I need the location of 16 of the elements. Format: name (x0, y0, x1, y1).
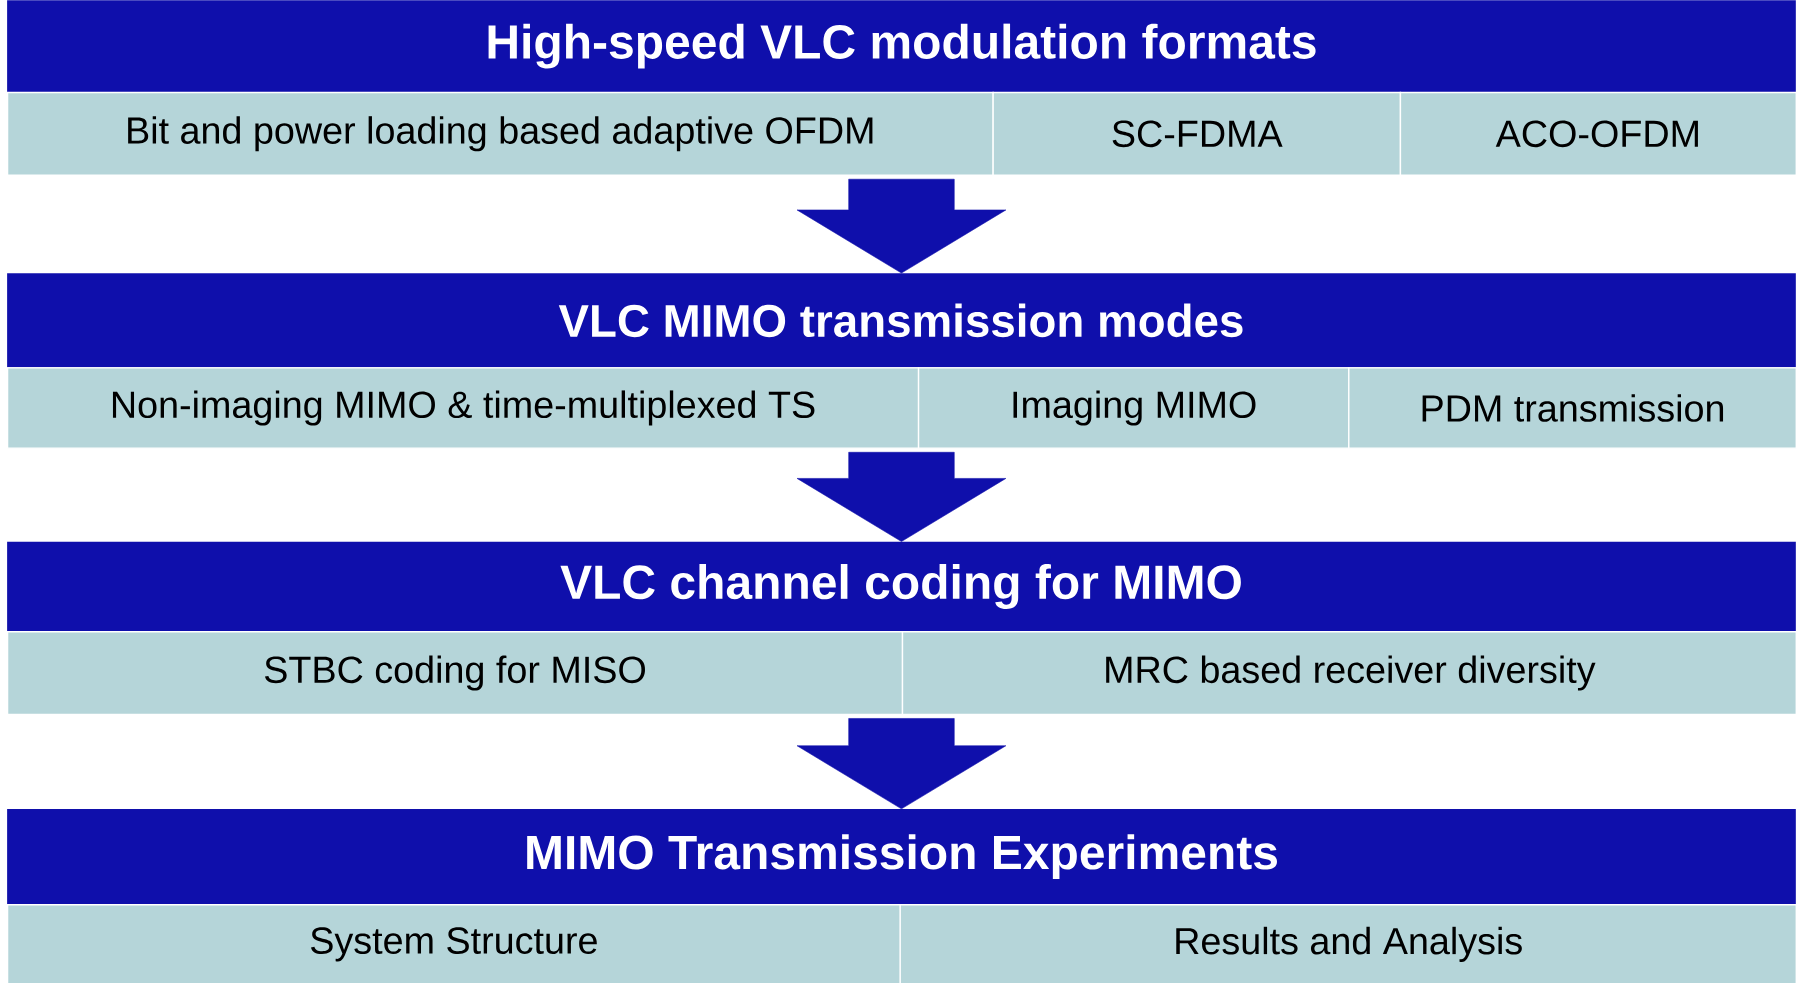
node-label: System Structure (310, 927, 597, 962)
section-header: High-speed VLC modulation formats (7, 0, 1796, 92)
category-cell: STBC coding for MISO (6, 630, 904, 715)
block-arrow (796, 178, 1007, 274)
section-header: VLC MIMO transmission modes (7, 273, 1796, 368)
section-header: VLC channel coding for MIMO (7, 541, 1796, 632)
category-cell: System Structure (6, 903, 901, 983)
category-cell: Imaging MIMO (917, 367, 1350, 449)
category-cell: PDM transmission (1348, 367, 1797, 449)
category-cell: SC-FDMA (992, 91, 1402, 176)
category-cell: MRC based receiver diversity (901, 630, 1797, 715)
block-arrow (796, 718, 1007, 810)
block-arrow (796, 451, 1007, 542)
category-cell: ACO-OFDM (1399, 91, 1797, 176)
section-header: MIMO Transmission Experiments (7, 808, 1796, 905)
category-cell: Results and Analysis (899, 903, 1797, 983)
